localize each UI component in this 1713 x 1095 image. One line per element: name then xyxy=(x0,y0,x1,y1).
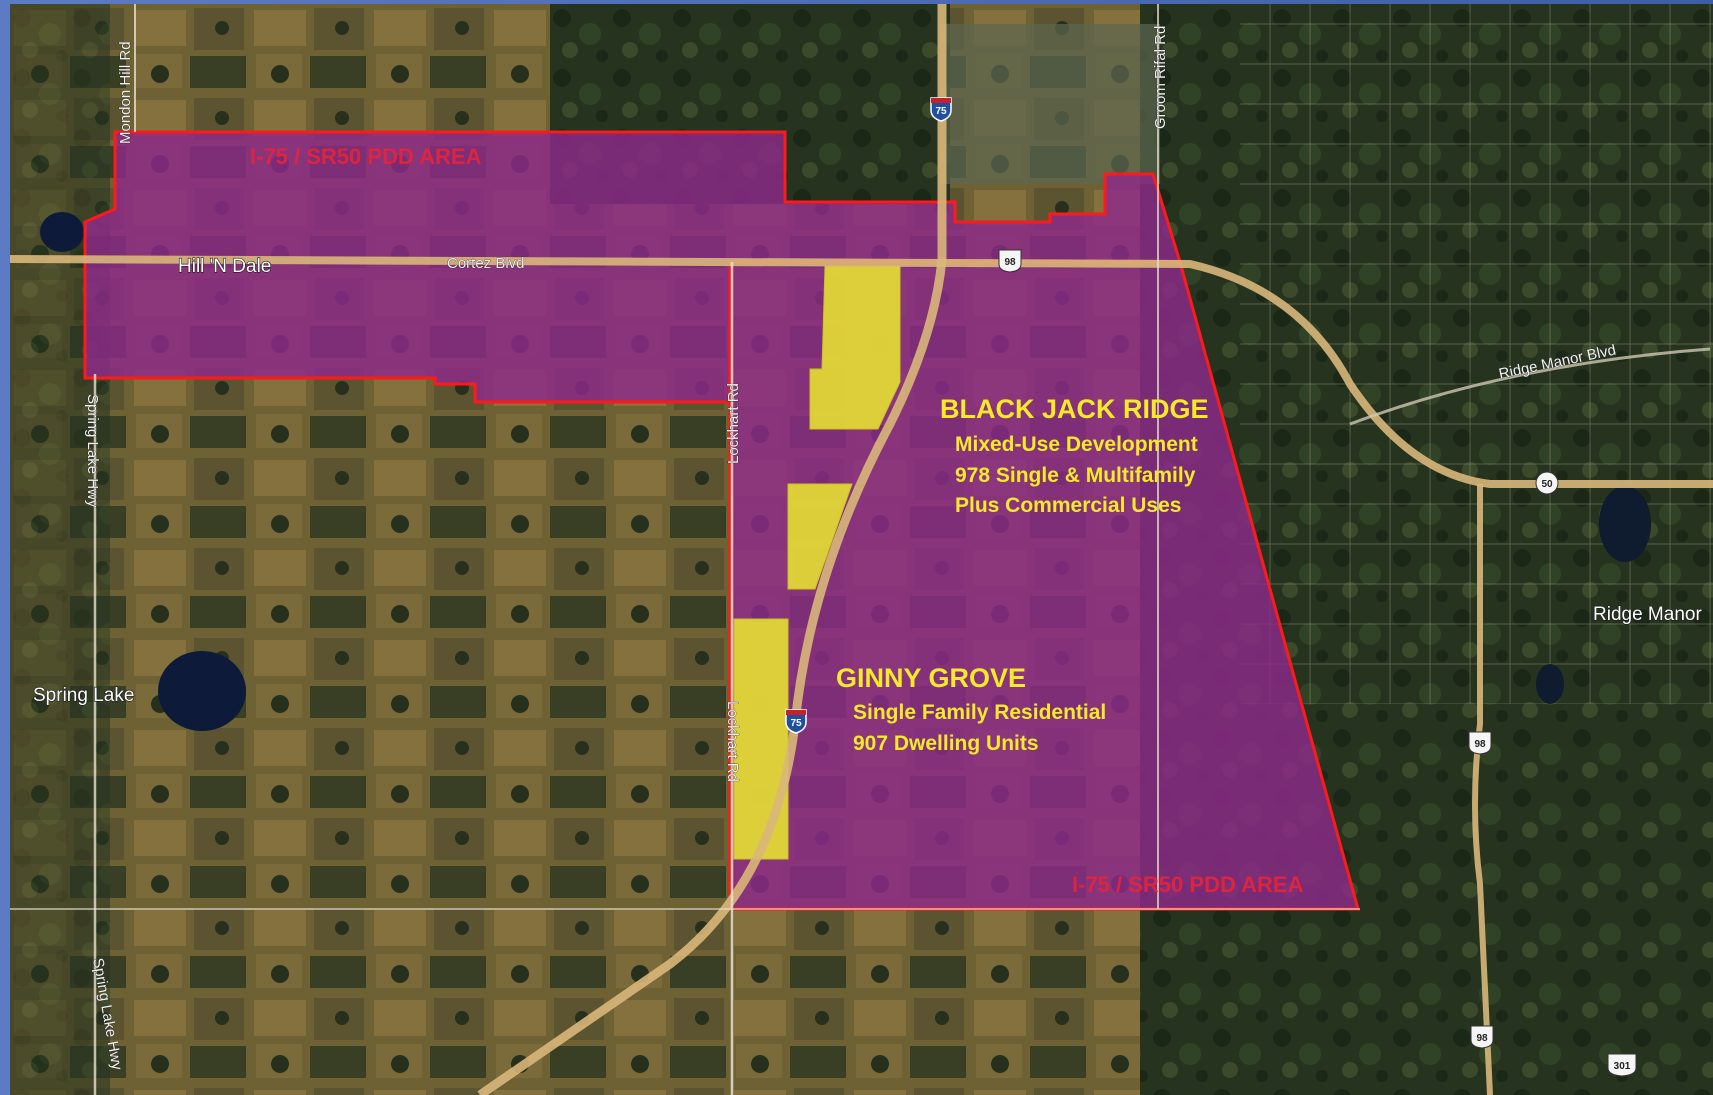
mondon-hill-rd-label: Mondon Hill Rd xyxy=(117,41,134,144)
ginny-grove-parcel-north[interactable] xyxy=(809,265,901,430)
svg-text:75: 75 xyxy=(935,106,947,117)
ginny-grove-parcel-south[interactable] xyxy=(733,618,789,860)
subdivision-north xyxy=(940,24,1160,184)
ginny-grove-line2: 907 Dwelling Units xyxy=(853,732,1039,755)
black-jack-ridge-line1: Mixed-Use Development xyxy=(955,433,1198,456)
spring-lake-hwy-north-label: Spring Lake Hwy xyxy=(84,394,101,508)
ginny-grove-title: GINNY GROVE xyxy=(836,663,1026,693)
interstate-75-shield-north: 75 xyxy=(930,97,952,122)
hill-n-dale-label: Hill 'N Dale xyxy=(178,256,271,277)
black-jack-ridge-line2: 978 Single & Multifamily xyxy=(955,464,1196,487)
ridge-manor-blvd-road xyxy=(1349,347,1711,426)
interstate-75-shield-south: 75 xyxy=(785,709,807,734)
pdd-area-north-label: I-75 / SR50 PDD AREA xyxy=(250,144,482,169)
aerial-map[interactable]: Mondon Hill Rd Cortez Blvd Groom Rifal R… xyxy=(10,4,1713,1095)
ridge-manor-streets xyxy=(1240,4,1713,704)
svg-text:98: 98 xyxy=(1004,257,1016,268)
svg-text:75: 75 xyxy=(790,718,802,729)
black-jack-ridge-line3: Plus Commercial Uses xyxy=(955,494,1181,517)
lockhart-rd-north-label: Lockhart Rd xyxy=(725,383,742,464)
svg-text:301: 301 xyxy=(1614,1061,1631,1072)
lake-east xyxy=(1599,486,1651,562)
ginny-grove-line1: Single Family Residential xyxy=(853,701,1106,724)
cortez-blvd-label: Cortez Blvd xyxy=(447,255,525,272)
spring-lake-water xyxy=(158,651,246,731)
lake-west xyxy=(40,212,84,252)
us-98-shield-top: 98 xyxy=(998,249,1022,273)
us-98-shield-bottom: 98 xyxy=(1470,1025,1494,1049)
pond-east xyxy=(1536,664,1564,704)
forest-west xyxy=(10,4,110,1095)
lockhart-rd-south-label: Lockhart Rd xyxy=(724,701,741,782)
svg-text:98: 98 xyxy=(1476,1033,1488,1044)
cortez-blvd-road xyxy=(10,255,1713,488)
cr-301-shield: 301 xyxy=(1607,1053,1637,1077)
us-98-shield-right: 98 xyxy=(1468,731,1492,755)
sr-50-shield: 50 xyxy=(1535,471,1559,495)
svg-text:50: 50 xyxy=(1541,479,1553,490)
ridge-manor-label: Ridge Manor xyxy=(1593,604,1702,625)
groom-rifal-rd-label: Groom Rifal Rd xyxy=(1152,26,1169,129)
pdd-area-south-label: I-75 / SR50 PDD AREA xyxy=(1072,872,1304,897)
interstate-75-road xyxy=(477,4,947,1095)
ginny-grove-parcel-mid[interactable] xyxy=(787,483,853,590)
svg-text:98: 98 xyxy=(1474,739,1486,750)
spring-lake-label: Spring Lake xyxy=(33,685,134,706)
black-jack-ridge-title: BLACK JACK RIDGE xyxy=(940,394,1209,424)
map-canvas[interactable]: Mondon Hill Rd Cortez Blvd Groom Rifal R… xyxy=(10,4,1713,1095)
